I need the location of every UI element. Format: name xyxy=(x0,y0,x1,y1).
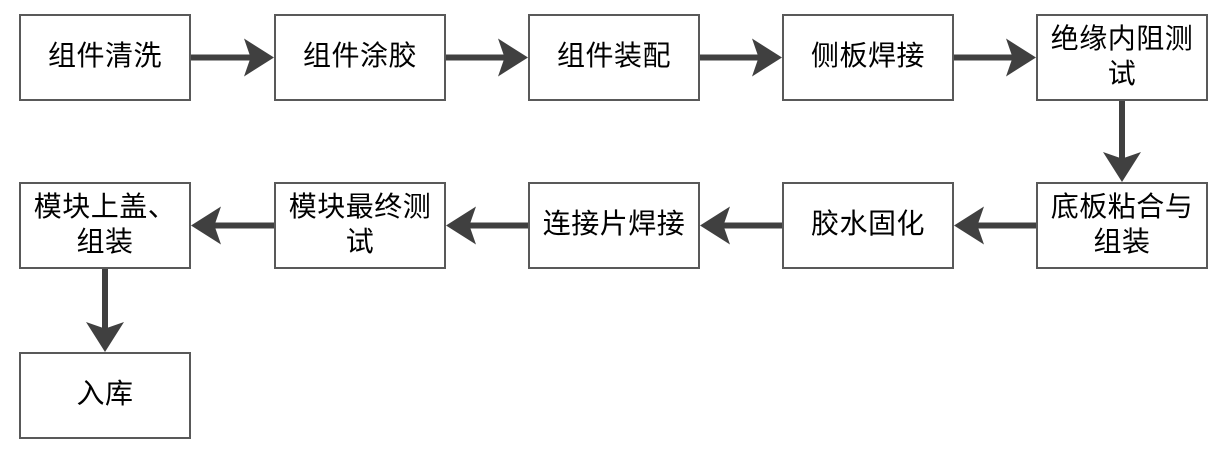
flow-node-n9[interactable]: 模块最终测 试 xyxy=(274,182,446,269)
flow-node-n2[interactable]: 组件涂胶 xyxy=(274,14,446,101)
flow-node-n5[interactable]: 绝缘内阻测 试 xyxy=(1036,14,1208,101)
flow-node-n10[interactable]: 模块上盖、 组装 xyxy=(19,182,191,269)
flow-node-n8[interactable]: 连接片焊接 xyxy=(528,182,700,269)
flow-node-n4[interactable]: 侧板焊接 xyxy=(782,14,954,101)
flow-node-n11[interactable]: 入库 xyxy=(19,352,191,439)
flow-node-n1[interactable]: 组件清洗 xyxy=(19,14,191,101)
flow-node-n6[interactable]: 底板粘合与 组装 xyxy=(1036,182,1208,269)
flow-node-n3[interactable]: 组件装配 xyxy=(528,14,700,101)
flow-node-n7[interactable]: 胶水固化 xyxy=(782,182,954,269)
